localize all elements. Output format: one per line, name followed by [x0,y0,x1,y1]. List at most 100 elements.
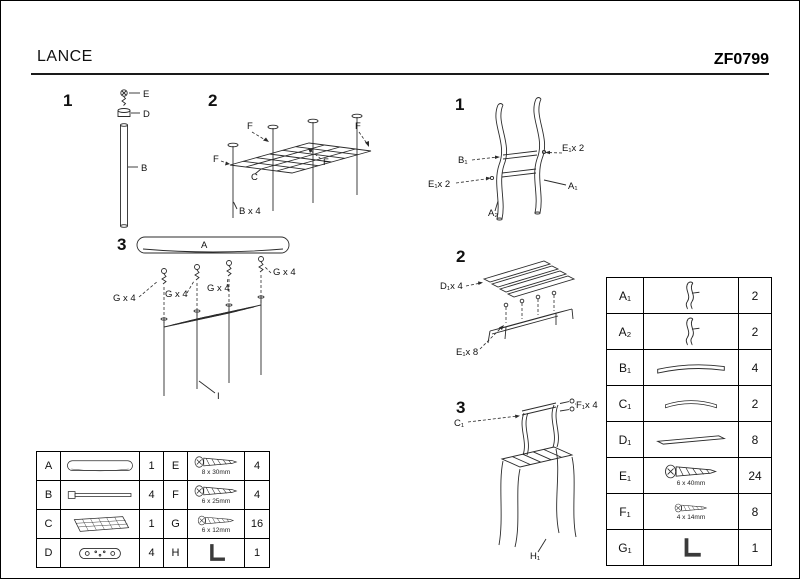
allen-key-icon [679,536,703,560]
part-icon-cell [643,529,739,566]
side-frame-icon [677,281,705,311]
chair-step3-number: 3 [456,398,466,417]
label-h1: H₁ [530,551,540,562]
part-letter-d1: D₁ [606,421,644,458]
label-f4: F [323,157,329,168]
part-qty-c: 1 [139,509,164,539]
rack-icon [67,513,133,535]
parts-row-c-g: C 1 G 6 x 12mm 16 [36,509,270,539]
parts-row-a2: A₂ 2 [606,313,772,350]
parts-row-b1: B₁ 4 [606,349,772,386]
part-icon-cell [60,451,140,481]
parts-row-a-e: A 1 E 8 x 30mm 4 [36,451,270,481]
part-icon-cell [643,277,739,314]
part-qty-e: 4 [244,451,270,481]
label-e1x2-right: E₁x 2 [562,143,584,154]
label-g2: G x 4 [165,289,188,300]
parts-row-e1: E₁ 6 x 40mm 24 [606,457,772,494]
part-icon-cell [187,538,245,568]
parts-row-a1: A₁ 2 [606,277,772,314]
part-qty-g1: 1 [738,529,772,566]
chair-step2-number: 2 [456,247,466,266]
part-qty-b1: 4 [738,349,772,386]
label-g4: G x 4 [273,267,296,278]
chair-back-assembly-drawing: B₁ E₁x 2 E₁x 2 A₁ A₂ [428,97,584,221]
label-f1: F [247,121,253,132]
label-c1: C₁ [454,418,464,429]
frame-assembly-drawing: F F F F C B x 4 [213,113,372,218]
part-qty-a: 1 [139,451,164,481]
part-icon-cell [643,349,739,386]
part-icon-cell: 8 x 30mm [187,451,245,481]
part-letter-c1: C₁ [606,385,644,422]
part-letter-f1: F₁ [606,493,644,530]
slat-icon [654,360,728,375]
part-letter-b1: B₁ [606,349,644,386]
part-letter-e: E [163,451,188,481]
part-qty-a2: 2 [738,313,772,350]
part-icon-cell: 6 x 40mm [643,457,739,494]
tabletop-icon [66,458,134,474]
part-letter-a2: A₂ [606,313,644,350]
parts-row-c1: C₁ 2 [606,385,772,422]
label-a2: A₂ [488,208,498,219]
leg-icon [66,489,134,501]
model-number: ZF0799 [713,51,769,68]
leg-assembly-drawing: E D B [117,89,150,228]
part-icon-cell [60,480,140,510]
part-qty-h: 1 [244,538,270,568]
part-qty-a1: 2 [738,277,772,314]
part-letter-c: C [36,509,61,539]
parts-row-b-f: B 4 F 6 x 25mm 4 [36,480,270,510]
part-letter-g1: G₁ [606,529,644,566]
part-letter-h: H [163,538,188,568]
part-letter-a: A [36,451,61,481]
label-e1x2-left: E₁x 2 [428,179,450,190]
part-letter-f: F [163,480,188,510]
flat-slat-icon [654,433,728,446]
label-g3: G x 4 [207,283,230,294]
part-icon-cell: 4 x 14mm [643,493,739,530]
part-letter-d: D [36,538,61,568]
label-e: E [143,89,149,100]
curved-slat-icon [661,396,721,412]
parts-row-d1: D₁ 8 [606,421,772,458]
part-qty-d1: 8 [738,421,772,458]
screw-icon [193,484,239,498]
part-qty-b: 4 [139,480,164,510]
part-qty-e1: 24 [738,457,772,494]
table-step2-number: 2 [208,91,218,110]
label-f3: F [213,154,219,165]
parts-row-d-h: D 4 H 1 [36,538,270,568]
part-icon-cell [643,385,739,422]
header-divider [31,73,769,75]
tabletop-assembly-drawing: A G x 4 G x 4 G x 4 G x 4 I [113,236,296,402]
screw-icon [191,455,241,469]
allen-key-icon [205,542,227,564]
part-icon-cell [643,421,739,458]
parts-table-left: A 1 E 8 x 30mm 4 B 4 F 6 x 25mm 4 C [36,451,270,568]
parts-row-g1: G₁ 1 [606,529,772,566]
label-a: A [201,240,208,251]
label-i: I [217,391,220,402]
part-icon-cell [60,538,140,568]
label-b1: B₁ [458,155,468,166]
label-a1: A₁ [568,181,578,192]
part-qty-c1: 2 [738,385,772,422]
label-b4: B x 4 [239,206,261,217]
chair-complete-drawing: C₁ F₁x 4 H₁ [454,398,598,562]
brand-title: LANCE [37,48,93,65]
part-icon-cell [643,313,739,350]
part-size-e1: 6 x 40mm [676,480,706,488]
part-size-f1: 4 x 14mm [676,513,706,521]
part-qty-f: 4 [244,480,270,510]
table-step1-number: 1 [63,91,73,110]
side-frame-icon [677,317,705,347]
plate-icon [75,545,125,562]
screw-icon [662,463,720,480]
label-d: D [143,109,150,120]
table-step3-number: 3 [117,235,127,254]
part-icon-cell: 6 x 12mm [187,509,245,539]
part-size-g: 6 x 12mm [201,526,231,534]
